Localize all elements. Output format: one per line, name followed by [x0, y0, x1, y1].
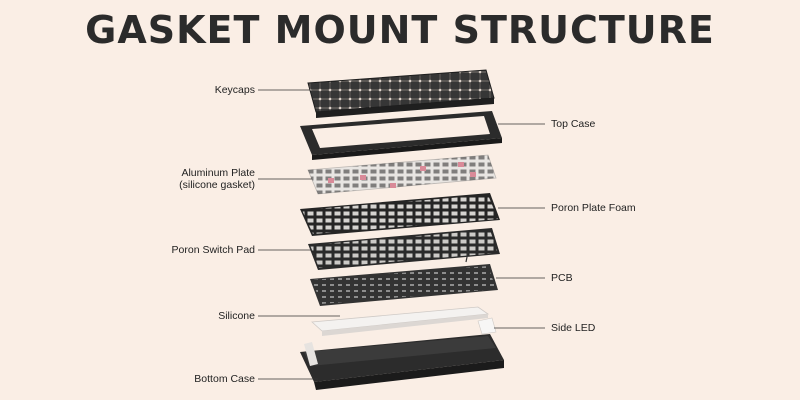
aluminum-plate-layer: [307, 154, 497, 195]
silicone-layer: [311, 306, 490, 336]
side-led-layer: [477, 317, 497, 335]
label-poron-plate-foam: Poron Plate Foam: [551, 202, 636, 214]
bottom-case-layer: [300, 334, 504, 390]
label-poron-switch-pad: Poron Switch Pad: [171, 244, 255, 256]
pcb-layer: [310, 251, 498, 306]
keycaps-layer: [307, 69, 495, 118]
label-pcb: PCB: [551, 272, 573, 284]
label-keycaps: Keycaps: [214, 84, 255, 96]
label-aluminum-plate: Aluminum Plate: [181, 167, 255, 179]
top-case-layer: [300, 111, 502, 160]
silicone-gasket-marks: [328, 162, 476, 188]
label-silicone-gasket: (silicone gasket): [179, 179, 255, 191]
label-silicone: Silicone: [218, 310, 255, 322]
label-bottom-case: Bottom Case: [194, 373, 255, 385]
poron-plate-foam-layer: [300, 193, 500, 236]
leader-lines: [258, 89, 545, 380]
poron-switch-pad-layer: [308, 228, 500, 270]
page-title: GASKET MOUNT STRUCTURE: [85, 8, 715, 52]
label-side-led: Side LED: [551, 322, 596, 334]
label-top-case: Top Case: [551, 118, 596, 130]
